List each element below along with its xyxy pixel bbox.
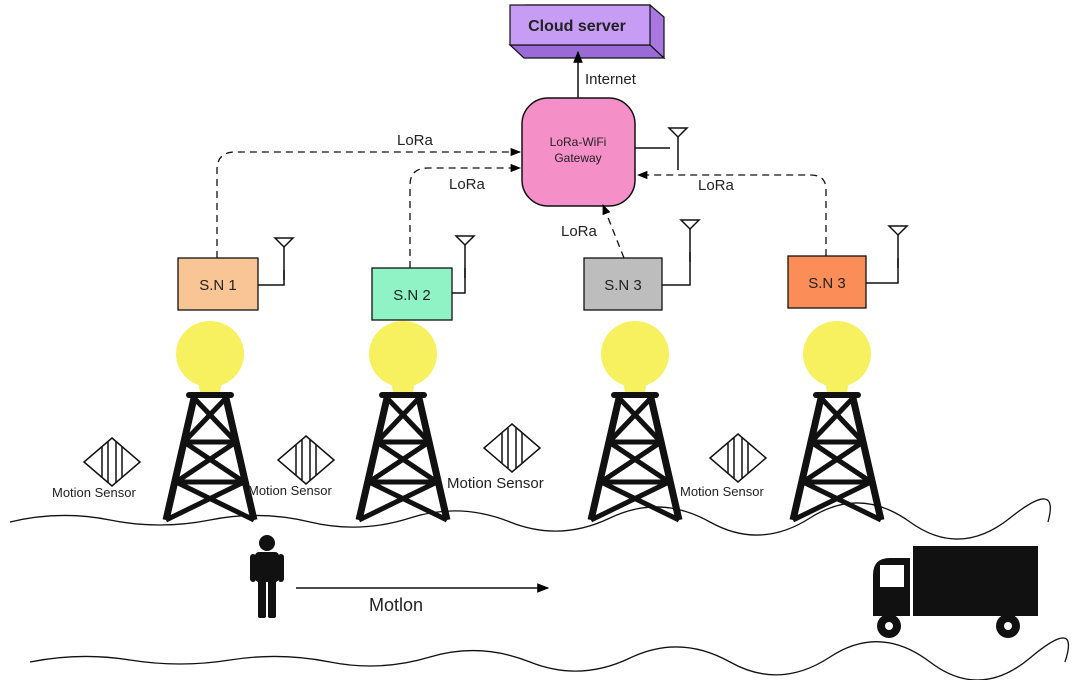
motion-sensor-label-2: Motion Sensor: [248, 483, 332, 498]
gateway-label-line1: LoRa-WiFi: [550, 135, 607, 149]
truck-icon: [873, 546, 1038, 638]
cloud-server: Cloud server: [508, 4, 666, 60]
antenna-icon: [888, 225, 908, 269]
lora-link-sn1: [216, 147, 522, 258]
lora-link-sn2: [409, 163, 522, 268]
road-top-edge: [9, 498, 1051, 540]
lora-label-sn2: LoRa: [449, 176, 486, 193]
sensor-node-3b-label: S.N 3: [808, 275, 846, 292]
motion-sensor-label-3: Motion Sensor: [447, 475, 544, 492]
gateway: LoRa-WiFi Gateway: [521, 97, 688, 207]
antenna-icon: [668, 127, 688, 171]
tower-icon: [793, 321, 881, 520]
person-icon: [250, 535, 284, 618]
sensor-node-2: S.N 2: [371, 235, 475, 321]
gateway-box: [521, 97, 636, 207]
lora-link-sn3a: [602, 204, 625, 259]
internet-label: Internet: [585, 71, 637, 88]
motion-sensor-icon: [277, 435, 335, 485]
cloud-server-label: Cloud server: [528, 18, 626, 35]
lora-link-sn3b: [636, 170, 827, 256]
motion-sensor-icon: [483, 423, 541, 473]
sensor-node-3b: S.N 3: [787, 225, 908, 309]
sensor-node-1-label: S.N 1: [199, 277, 237, 294]
motion-sensor-icon: [83, 437, 141, 487]
antenna-icon: [455, 235, 475, 279]
sensor-node-3a-box: [583, 257, 663, 311]
road-bottom-edge: [29, 637, 1070, 680]
sensor-node-3b-box: [787, 255, 867, 309]
sensor-node-1: S.N 1: [177, 237, 294, 311]
motion-label: Motlon: [369, 595, 423, 615]
antenna-icon: [680, 219, 700, 263]
lora-label-sn1: LoRa: [397, 132, 434, 149]
motion-sensor-label-1: Motion Sensor: [52, 485, 136, 500]
lora-label-sn3b: LoRa: [698, 177, 735, 194]
tower-icon: [166, 321, 254, 520]
gateway-label-line2: Gateway: [554, 151, 601, 165]
sensor-node-3a: S.N 3: [583, 219, 700, 311]
cloud-server-face: [509, 4, 651, 46]
antenna-icon: [274, 237, 294, 281]
motion-sensor-icon: [709, 433, 767, 483]
cloud-server-bottom: [508, 44, 666, 59]
sensor-node-2-box: [371, 267, 453, 321]
motion-sensor-label-4: Motion Sensor: [680, 484, 764, 499]
sensor-node-3a-label: S.N 3: [604, 277, 642, 294]
tower-icon: [591, 321, 679, 520]
sensor-node-1-box: [177, 257, 259, 311]
lora-links: [216, 147, 827, 268]
sensor-node-2-label: S.N 2: [393, 287, 431, 304]
tower-icon: [359, 321, 447, 520]
lora-label-sn3a: LoRa: [561, 223, 598, 240]
